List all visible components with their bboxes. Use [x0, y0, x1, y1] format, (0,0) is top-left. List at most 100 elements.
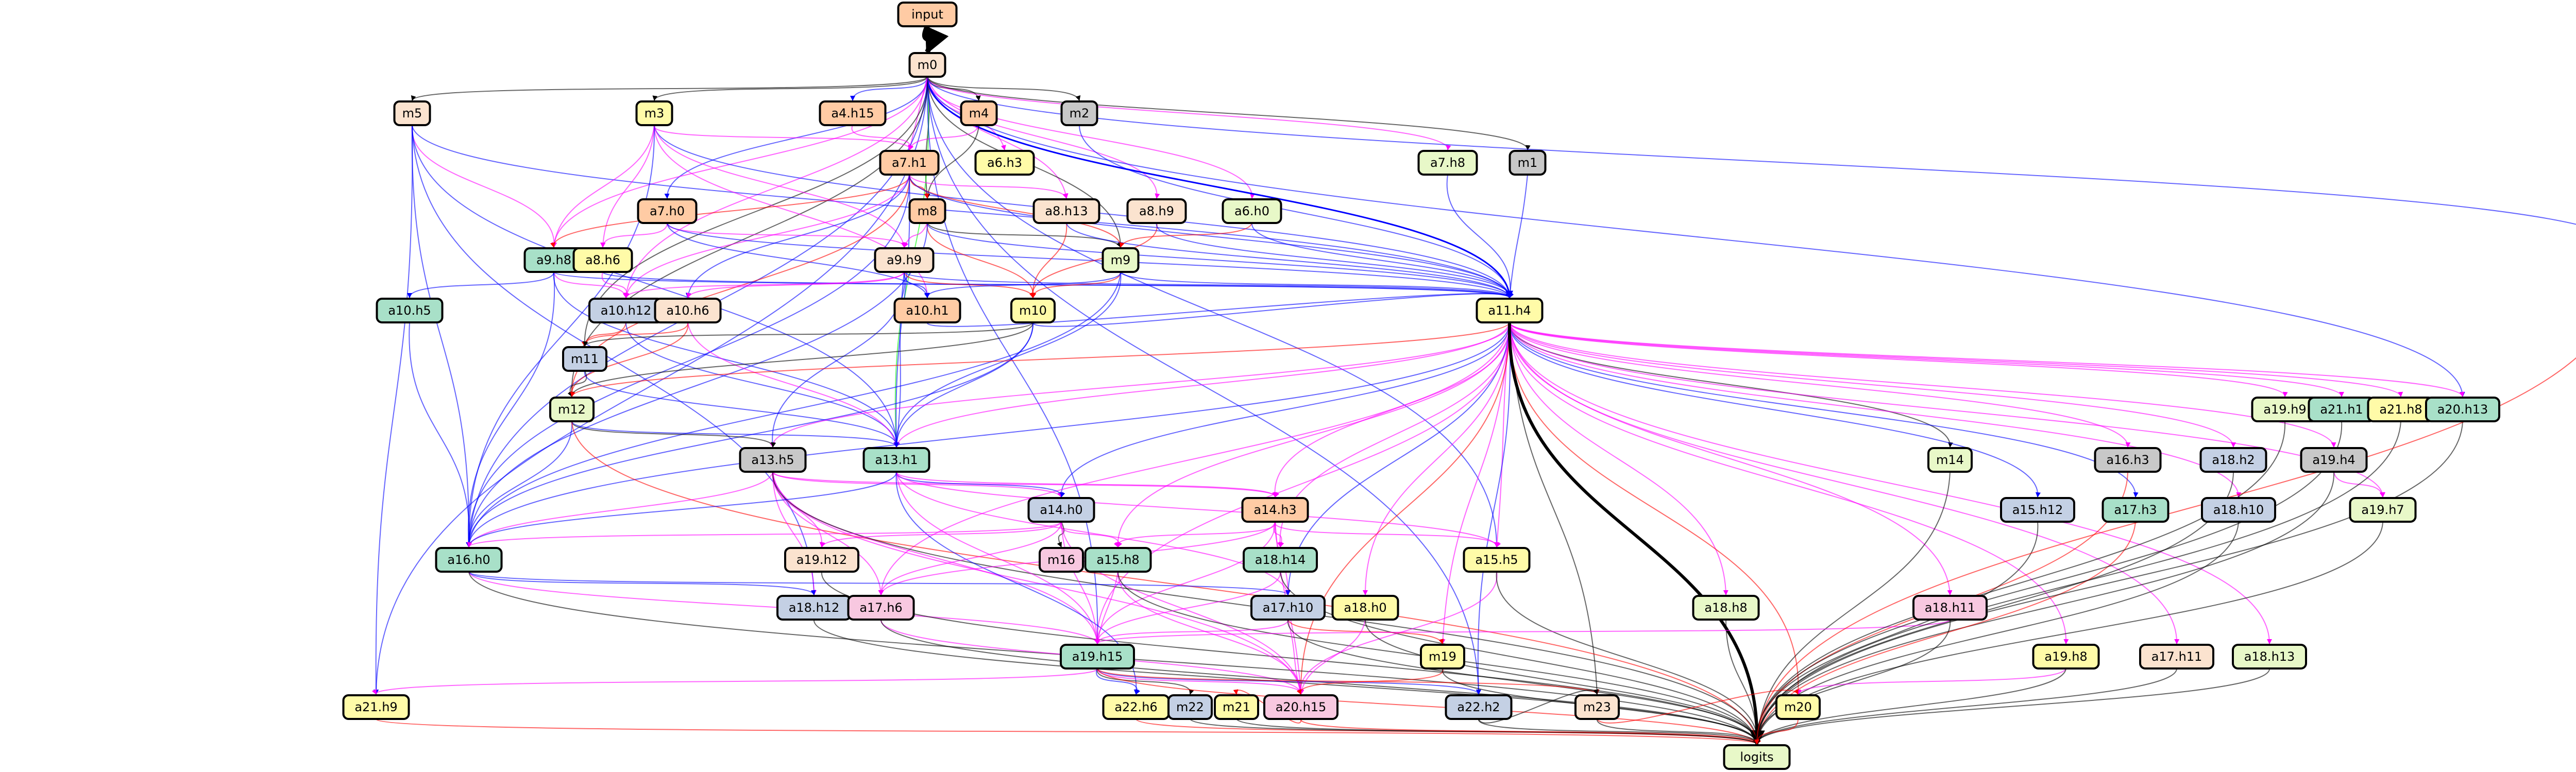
node-a18-h2[interactable]: a18.h2 — [2199, 447, 2267, 473]
node-box — [1574, 694, 1620, 720]
node-logits[interactable]: logits — [1723, 744, 1791, 770]
node-a9-h9[interactable]: a9.h9 — [874, 247, 935, 273]
node-a13-h1[interactable]: a13.h1 — [862, 447, 930, 473]
node-m12[interactable]: m12 — [549, 397, 595, 422]
node-label: a18.h14 — [1255, 553, 1306, 567]
node-label: a18.h10 — [2213, 503, 2264, 517]
node-a13-h5[interactable]: a13.h5 — [739, 447, 807, 473]
node-box — [1243, 547, 1318, 573]
node-m9[interactable]: m9 — [1101, 247, 1140, 273]
edge-a11-h4-to-m20 — [1509, 322, 1801, 695]
node-label: a8.h6 — [585, 253, 620, 267]
node-m2[interactable]: m2 — [1060, 100, 1098, 126]
edge-m1-to-a11-h4 — [1507, 174, 1528, 298]
edge-a6-h0-to-m9 — [1119, 222, 1252, 248]
node-a22-h6[interactable]: a22.h6 — [1102, 694, 1170, 720]
edge-a11-h4-to-m19 — [1440, 322, 1510, 644]
node-label: a17.h10 — [1263, 601, 1314, 615]
node-m11[interactable]: m11 — [562, 346, 607, 372]
node-a18-h8[interactable]: a18.h8 — [1692, 595, 1760, 621]
edge-a11-h4-to-m12 — [570, 322, 1510, 397]
node-a16-h3[interactable]: a16.h3 — [2094, 447, 2162, 473]
node-a17-h6[interactable]: a17.h6 — [847, 595, 915, 621]
node-m21[interactable]: m21 — [1214, 694, 1259, 720]
node-label: a16.h0 — [447, 553, 490, 567]
node-a16-h0[interactable]: a16.h0 — [435, 547, 503, 573]
node-box — [1027, 497, 1095, 523]
node-box — [2102, 497, 2170, 523]
node-a14-h0[interactable]: a14.h0 — [1027, 497, 1095, 523]
edge-a18-h11-to-a19-h15 — [1094, 619, 1951, 644]
node-a8-h6[interactable]: a8.h6 — [572, 247, 633, 273]
edge-m0-to-m1 — [926, 76, 1531, 150]
node-a7-h8[interactable]: a7.h8 — [1417, 150, 1478, 176]
edge-a18-h8-to-logits — [1725, 619, 1759, 745]
node-m22[interactable]: m22 — [1167, 694, 1213, 720]
node-a8-h9[interactable]: a8.h9 — [1126, 198, 1187, 224]
node-a19-h8[interactable]: a19.h8 — [2032, 644, 2100, 670]
node-m0[interactable]: m0 — [908, 52, 946, 78]
node-a19-h9[interactable]: a19.h9 — [2251, 397, 2319, 422]
node-label: m4 — [969, 106, 989, 121]
node-a21-h9[interactable]: a21.h9 — [342, 694, 410, 720]
node-a10-h12[interactable]: a10.h12 — [588, 298, 664, 323]
node-a19-h4[interactable]: a19.h4 — [2300, 447, 2368, 473]
node-a15-h12[interactable]: a15.h12 — [2000, 497, 2075, 523]
edge-m23-to-logits — [1596, 718, 1760, 745]
node-a10-h6[interactable]: a10.h6 — [654, 298, 722, 323]
node-a20-h13[interactable]: a20.h13 — [2425, 397, 2500, 422]
node-m14[interactable]: m14 — [1927, 447, 1973, 473]
node-m3[interactable]: m3 — [635, 100, 673, 126]
node-a7-h0[interactable]: a7.h0 — [637, 198, 698, 224]
node-a17-h3[interactable]: a17.h3 — [2102, 497, 2170, 523]
node-a21-h1[interactable]: a21.h1 — [2308, 397, 2376, 422]
node-a19-h12[interactable]: a19.h12 — [784, 547, 859, 573]
node-label: m12 — [558, 402, 586, 417]
node-a8-h13[interactable]: a8.h13 — [1032, 198, 1100, 224]
node-m8[interactable]: m8 — [908, 198, 946, 224]
node-a22-h2[interactable]: a22.h2 — [1445, 694, 1513, 720]
node-a15-h5[interactable]: a15.h5 — [1463, 547, 1531, 573]
edge-a17-h10-to-a19-h15 — [1094, 619, 1289, 644]
node-a17-h10[interactable]: a17.h10 — [1250, 595, 1326, 621]
node-a18-h0[interactable]: a18.h0 — [1331, 595, 1399, 621]
node-a17-h11[interactable]: a17.h11 — [2139, 644, 2214, 670]
node-label: a4.h15 — [831, 106, 874, 121]
node-m10[interactable]: m10 — [1010, 298, 1056, 323]
node-box — [1010, 298, 1056, 323]
edge-a14-h0-to-a19-h15 — [1061, 521, 1100, 644]
node-a10-h1[interactable]: a10.h1 — [893, 298, 961, 323]
node-a15-h8[interactable]: a15.h8 — [1084, 547, 1152, 573]
edge-a9-h9-to-m10 — [904, 271, 1035, 298]
node-m5[interactable]: m5 — [393, 100, 431, 126]
node-a19-h15[interactable]: a19.h15 — [1060, 644, 1135, 670]
node-a19-h7[interactable]: a19.h7 — [2349, 497, 2417, 523]
node-input[interactable]: input — [897, 2, 958, 27]
node-m4[interactable]: m4 — [960, 100, 998, 126]
node-a21-h8[interactable]: a21.h8 — [2367, 397, 2435, 422]
edges-layer — [371, 25, 2576, 746]
node-a14-h3[interactable]: a14.h3 — [1241, 497, 1309, 523]
node-a4-h15[interactable]: a4.h15 — [819, 100, 887, 126]
node-a18-h10[interactable]: a18.h10 — [2201, 497, 2276, 523]
node-a18-h12[interactable]: a18.h12 — [776, 595, 852, 621]
node-m19[interactable]: m19 — [1420, 644, 1465, 670]
edge-m9-to-a13-h1 — [893, 271, 1122, 448]
node-a18-h11[interactable]: a18.h11 — [1912, 595, 1988, 621]
node-m23[interactable]: m23 — [1574, 694, 1620, 720]
node-a18-h14[interactable]: a18.h14 — [1243, 547, 1318, 573]
node-a7-h1[interactable]: a7.h1 — [879, 150, 940, 176]
node-m1[interactable]: m1 — [1509, 150, 1547, 176]
node-a9-h8[interactable]: a9.h8 — [523, 247, 584, 273]
node-a11-h4[interactable]: a11.h4 — [1476, 298, 1544, 323]
node-box — [1445, 694, 1513, 720]
node-a10-h5[interactable]: a10.h5 — [376, 298, 444, 323]
node-a6-h3[interactable]: a6.h3 — [974, 150, 1035, 176]
node-a18-h13[interactable]: a18.h13 — [2232, 644, 2307, 670]
node-m16[interactable]: m16 — [1039, 547, 1084, 573]
node-label: m0 — [918, 58, 938, 72]
node-a6-h0[interactable]: a6.h0 — [1222, 198, 1282, 224]
node-m20[interactable]: m20 — [1775, 694, 1821, 720]
node-a20-h15[interactable]: a20.h15 — [1263, 694, 1338, 720]
node-box — [1101, 247, 1140, 273]
